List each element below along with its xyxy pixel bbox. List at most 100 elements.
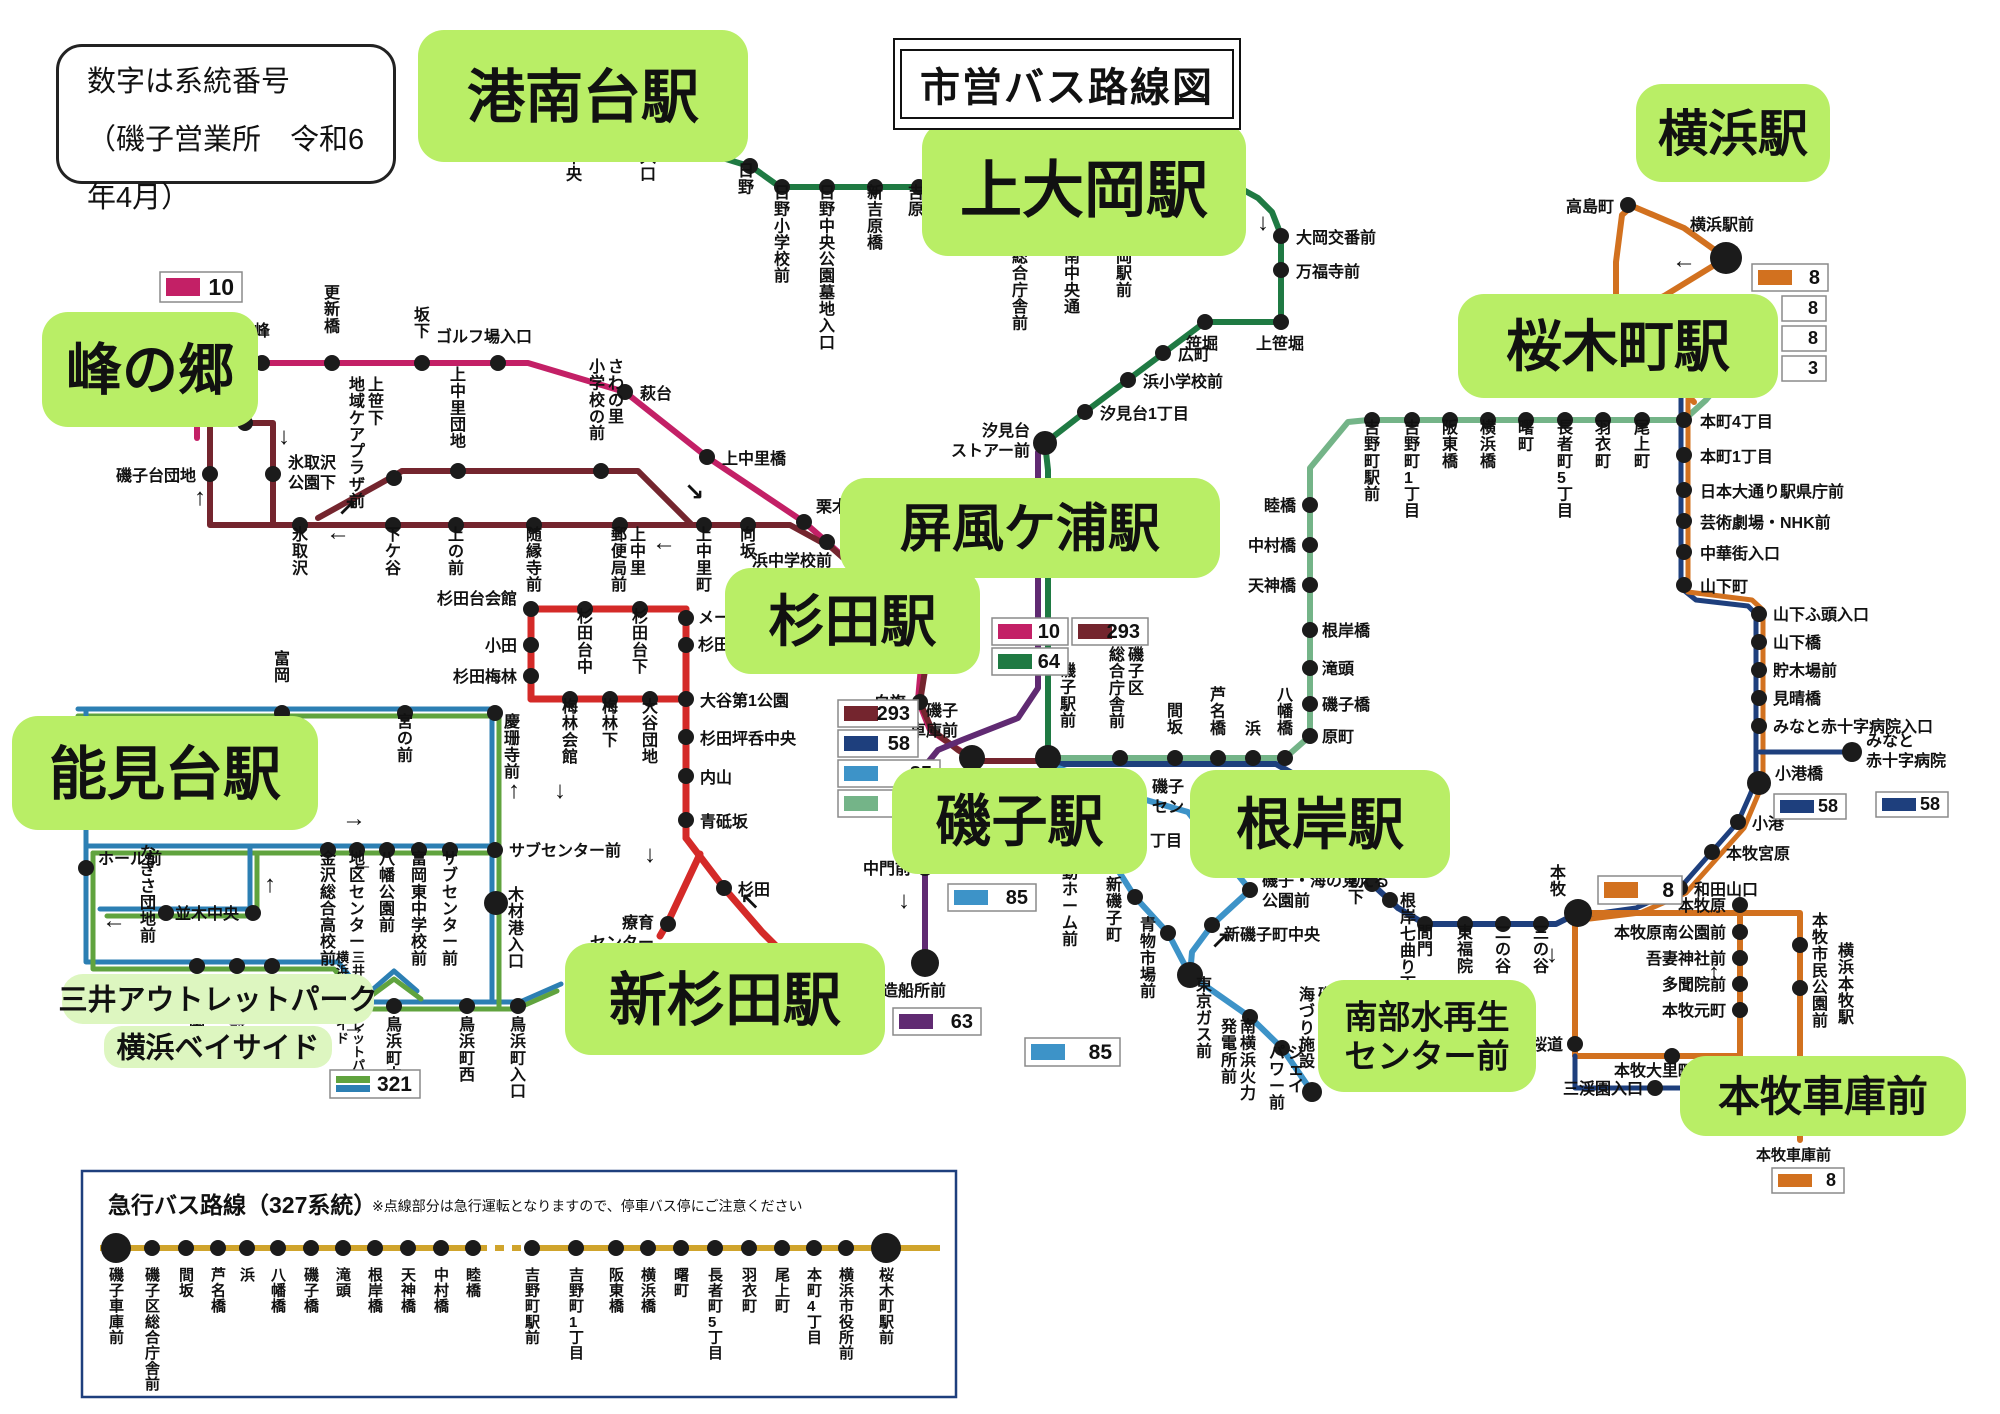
station-dot <box>632 601 648 617</box>
station-dot <box>229 958 245 974</box>
highlight-bg <box>1680 1056 1966 1136</box>
route-badge-58: 58 <box>1875 791 1949 818</box>
station-label: 総合庁舎前 <box>1109 645 1126 731</box>
highlight-label: 峰の郷 <box>66 339 234 402</box>
station-dot <box>202 466 218 482</box>
station-label: 富岡 <box>274 649 290 685</box>
station-label: 原町 <box>1322 728 1354 746</box>
route-line-route-58-vertical <box>1583 393 1759 918</box>
station-dot <box>660 916 676 932</box>
station-dot <box>1273 314 1289 330</box>
station-dot <box>523 601 539 617</box>
station-label: 山下橋 <box>1773 633 1822 652</box>
station-label: 山下町 <box>1700 578 1748 596</box>
badge-number: 10 <box>208 274 234 300</box>
station-label: 本牧車庫前 <box>1756 1146 1831 1164</box>
route-badge-8: 8 <box>1781 325 1827 352</box>
express-station-dot <box>871 1233 901 1263</box>
express-station-label: 尾上町 <box>775 1267 790 1315</box>
station-label: 日野 <box>738 162 754 197</box>
station-dot <box>1533 916 1549 932</box>
badge-box <box>1781 325 1827 352</box>
station-dot <box>189 958 205 974</box>
highlight-上大岡駅: 上大岡駅 <box>922 122 1246 256</box>
direction-arrow-icon: ↓ <box>898 887 910 914</box>
station-label: 磯子 <box>926 701 958 720</box>
station-dot <box>1273 262 1289 278</box>
route-line-route-8-vertical <box>1587 393 1766 922</box>
express-station-dot <box>568 1240 584 1256</box>
route-line-chevron-green <box>364 976 424 1002</box>
station-label: 日野小学校前 <box>774 184 791 285</box>
express-box-border <box>80 1169 958 1399</box>
station-label: 芦名橋 <box>1210 686 1227 737</box>
station-label: 鳥浜町西 <box>459 1015 475 1084</box>
station-label: 間門 <box>1417 924 1433 959</box>
express-station-label: 八幡橋 <box>270 1267 287 1315</box>
station-label: 吾妻神社前 <box>1646 949 1726 968</box>
station-dot <box>678 768 694 784</box>
station-dot <box>1302 622 1318 638</box>
badge-number: 63 <box>951 1011 973 1033</box>
route-badge-293: 293 <box>1071 617 1149 646</box>
direction-arrow-icon: ↑ <box>194 484 206 511</box>
station-dot <box>1167 750 1183 766</box>
station-dot <box>678 691 694 707</box>
station-label: 曙町 <box>1518 419 1534 454</box>
route-line-route-293-upper <box>315 468 695 528</box>
badge-color-chip <box>1604 882 1638 898</box>
direction-arrow-icon: ↑ <box>264 871 276 898</box>
station-dot <box>1404 412 1420 428</box>
badge-number: 293 <box>877 703 910 725</box>
station-label: 上中里 <box>630 526 646 577</box>
legend-line2: （磯子営業所 令和6年4月） <box>87 124 365 214</box>
station-dot <box>1155 345 1171 361</box>
highlight-港南台駅: 港南台駅 <box>418 30 748 162</box>
station-dot <box>1277 750 1293 766</box>
station-dot <box>450 463 466 479</box>
highlight-bg <box>1190 770 1450 878</box>
express-station-label: 滝頭 <box>336 1266 352 1300</box>
badge-box <box>329 1069 421 1099</box>
station-label: みなと <box>1866 732 1914 750</box>
badge-number: 8 <box>1808 328 1818 348</box>
station-dot <box>1274 1040 1290 1056</box>
highlight-bg <box>42 312 258 427</box>
express-station-dot <box>838 1240 854 1256</box>
station-label: 新吉原橋 <box>867 183 884 252</box>
badge-number: 293 <box>1107 621 1140 643</box>
station-label: 上の前 <box>448 526 464 577</box>
station-label: 三渓園入口 <box>1563 1079 1643 1098</box>
station-dot <box>1112 750 1128 766</box>
station-dot <box>265 466 281 482</box>
station-label: 本牧宮原 <box>1726 844 1790 863</box>
badge-number: 58 <box>1920 794 1940 814</box>
station-label: 磯子区 <box>1128 645 1144 697</box>
station-label: 本牧市民公園前 <box>1812 911 1829 1030</box>
badge-color-chip <box>166 278 200 296</box>
station-dot <box>1676 577 1692 593</box>
station-label: 大谷団地 <box>642 697 659 766</box>
badge-number: 8 <box>1826 1170 1836 1190</box>
route-badge-8: 8 <box>1597 875 1683 905</box>
express-station-label: 睦橋 <box>466 1266 482 1300</box>
express-station-label: 阪東橋 <box>609 1267 625 1315</box>
badge-number: 321 <box>377 1073 412 1096</box>
station-label: 青物市場前 <box>1140 915 1156 1001</box>
station-label: 八幡橋 <box>1276 687 1294 737</box>
badge-number: 58 <box>1818 796 1838 816</box>
station-label: 本牧 <box>1550 863 1567 899</box>
station-dot <box>1557 412 1573 428</box>
highlight-bg <box>1318 980 1536 1092</box>
highlight-bg <box>840 478 1220 578</box>
express-station-dot <box>774 1240 790 1256</box>
station-dot <box>577 601 593 617</box>
highlight-bg <box>1458 294 1778 398</box>
express-station-dot <box>335 1240 351 1256</box>
station-label: ホール前 <box>98 849 162 868</box>
station-dot <box>442 842 458 858</box>
route-line-route-113-corridor <box>1045 385 1719 761</box>
station-dot <box>1210 750 1226 766</box>
station-label: 磯子台団地 <box>116 466 196 485</box>
